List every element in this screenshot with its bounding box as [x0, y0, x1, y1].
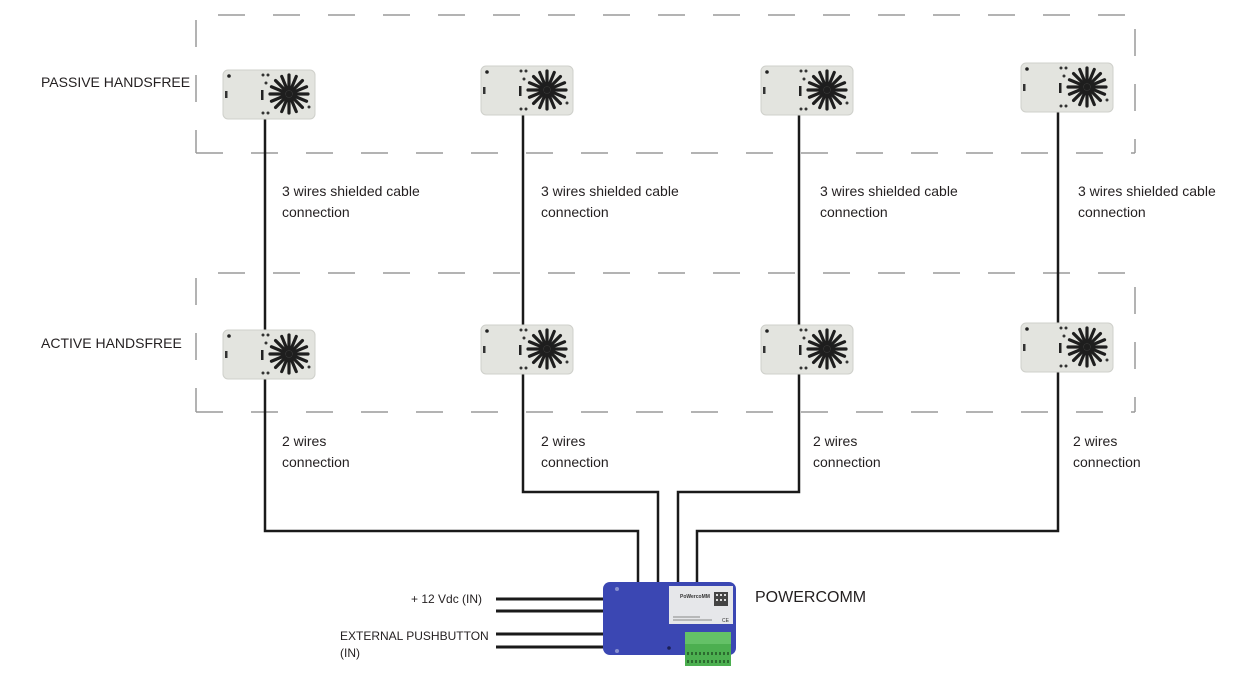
row-label-active: ACTIVE HANDSFREE [41, 335, 182, 351]
wire-column-3 [676, 108, 801, 583]
passive-group-box [195, 14, 1136, 154]
powercomm-device: PoWercoMM CE [603, 582, 736, 666]
speaker-grill-icon [806, 69, 848, 111]
speaker-grill-icon [526, 69, 568, 111]
power-input-label: + 12 Vdc (IN) [411, 592, 483, 606]
powercomm-label: POWERCOMM [755, 589, 867, 606]
wire-column-1 [263, 118, 640, 583]
wire-column-2 [521, 108, 660, 583]
wire-column-4 [695, 108, 1060, 583]
speaker-grill-icon [1066, 66, 1108, 108]
svg-text:PoWercoMM: PoWercoMM [680, 594, 710, 600]
device-sticker: PoWercoMM CE [669, 586, 733, 624]
qr-code-icon [714, 592, 728, 606]
speaker-grill-icon [268, 333, 310, 375]
passive-handsfree-unit-4 [1020, 62, 1114, 113]
speaker-grill-icon [526, 328, 568, 370]
speaker-grill-icon [806, 328, 848, 370]
terminal-block [685, 632, 731, 666]
passive-handsfree-unit-1 [222, 69, 316, 120]
active-handsfree-unit-3 [760, 324, 854, 375]
speaker-grill-icon [268, 73, 310, 115]
passive-handsfree-unit-2 [480, 65, 574, 116]
pushbutton-input-label: EXTERNAL PUSHBUTTON(IN) [340, 629, 489, 660]
speaker-grill-icon [1066, 326, 1108, 368]
passive-handsfree-unit-3 [760, 65, 854, 116]
row-label-passive: PASSIVE HANDSFREE [41, 74, 191, 90]
active-group-box [195, 272, 1136, 413]
active-handsfree-unit-2 [480, 324, 574, 375]
ce-mark: CE [722, 618, 730, 624]
active-handsfree-unit-1 [222, 329, 316, 380]
active-handsfree-unit-4 [1020, 322, 1114, 373]
